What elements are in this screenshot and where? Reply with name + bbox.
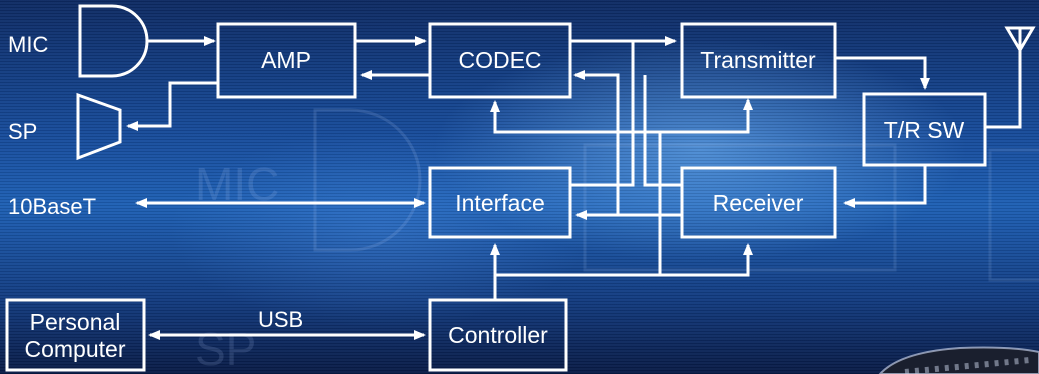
pc-label-line2: Computer <box>25 336 126 362</box>
transmitter-label: Transmitter <box>700 47 816 73</box>
connector-controller-to-codec <box>490 100 660 134</box>
receiver-label: Receiver <box>713 190 804 216</box>
microphone-input-icon <box>78 4 149 78</box>
pc-label-line1: Personal <box>30 309 121 335</box>
mic-label: MIC <box>8 32 48 57</box>
usb-label: USB <box>258 307 303 332</box>
transmitter-block <box>680 22 837 99</box>
controller-label: Controller <box>448 322 548 348</box>
connector-controller-to-receiver <box>495 243 753 277</box>
connector-codec-return <box>573 70 620 215</box>
controller-block <box>428 298 568 372</box>
trsw-label: T/R SW <box>884 117 965 143</box>
sp-label: SP <box>8 119 37 144</box>
interface-label: Interface <box>455 190 545 216</box>
codec-block <box>428 22 572 99</box>
ghost-sp-text: SP <box>195 323 256 374</box>
connector-interface-to-codec <box>570 41 635 187</box>
device-decoration <box>878 346 1039 374</box>
amp-block <box>216 22 357 99</box>
background-ghost-artwork: MIC SP <box>195 108 1039 374</box>
codec-label: CODEC <box>458 47 541 73</box>
connector-antenna-to-trsw <box>985 45 1022 129</box>
connector-trsw-to-receiver <box>843 165 927 208</box>
speaker-output-icon <box>76 92 122 161</box>
ethernet-label: 10BaseT <box>8 194 96 219</box>
amp-label: AMP <box>261 47 311 73</box>
antenna-icon <box>1004 26 1036 53</box>
receiver-block <box>680 166 837 239</box>
personal-computer-block <box>5 298 146 372</box>
connector-transmitter-to-trsw <box>835 56 930 90</box>
blocks <box>5 22 987 372</box>
connection-lines <box>126 36 1022 340</box>
connector-controller-to-transmitter <box>658 98 753 275</box>
trsw-block <box>862 92 987 167</box>
connector-amp-to-sp <box>126 81 218 131</box>
interface-block <box>428 166 572 239</box>
